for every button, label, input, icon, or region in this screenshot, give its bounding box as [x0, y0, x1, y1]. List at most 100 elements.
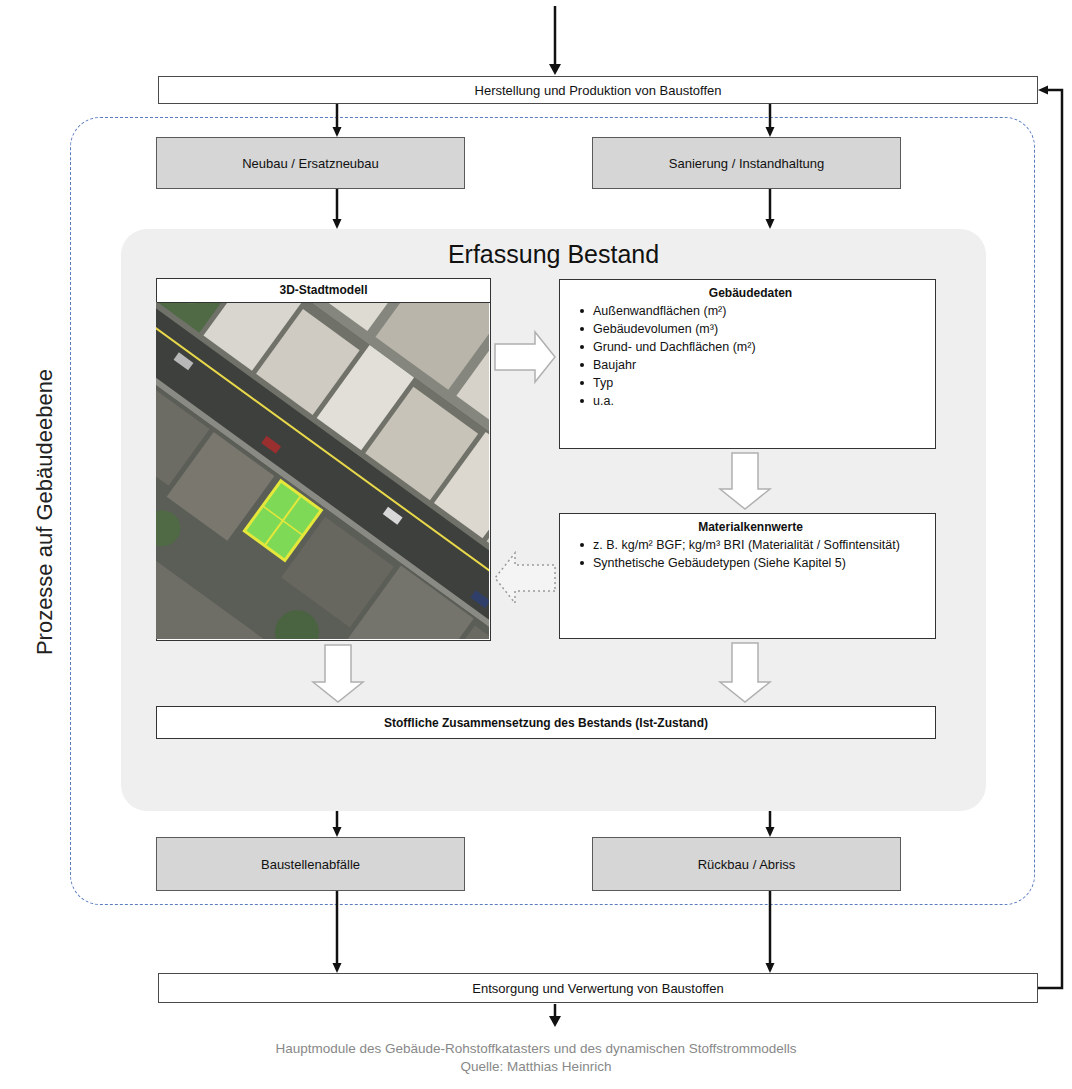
hollow-arrow [495, 332, 555, 382]
bullet-dot [580, 399, 584, 403]
process-box: Rückbau / Abriss [592, 837, 901, 891]
city-model-image [203, 302, 302, 371]
panel-heading: 3D-Stadtmodell [157, 279, 490, 303]
exit-arrow [549, 1016, 561, 1027]
flow-arrow [769, 104, 772, 131]
city-model-image [167, 432, 275, 541]
city-model-image [470, 590, 489, 608]
process-box: Neubau / Ersatzneubau [156, 137, 465, 189]
box-label: Stoffliche Zusammensetzung des Bestands … [376, 713, 716, 733]
data-panel: Materialkennwertez. B. kg/m² BGF; kg/m³ … [559, 513, 936, 639]
bullet-item: Synthetische Gebäudetypen (Siehe Kapitel… [593, 554, 846, 572]
inventory-area: Erfassung Bestand 3D-Stadtmodell Gebäudeda… [121, 229, 986, 811]
box-label: Neubau / Ersatzneubau [234, 153, 387, 174]
city-model-image [156, 302, 489, 639]
bullet-row: Außenwandflächen (m²) [580, 302, 921, 320]
city-model-image [244, 481, 321, 561]
flow-arrow [336, 189, 339, 223]
exit-arrow [549, 1004, 561, 1027]
bullet-dot [580, 309, 584, 313]
exit-arrow [554, 1004, 557, 1018]
city-model-image [311, 302, 426, 331]
process-box: Sanierung / Instandhaltung [592, 137, 901, 189]
bullet-dot [580, 543, 584, 547]
city-model-image [487, 477, 489, 583]
data-panel: GebäudedatenAußenwandflächen (m²)Gebäude… [559, 279, 936, 449]
box-label: Baustellenabfälle [253, 854, 368, 875]
city-model-image [317, 345, 414, 450]
hollow-arrow [720, 453, 770, 509]
city-model-image [383, 507, 403, 525]
city-model-image [375, 302, 489, 390]
city-model-image [156, 302, 489, 639]
city-model-image [156, 302, 489, 639]
bullet-row: Grund- und Dachflächen (m²) [580, 338, 921, 356]
bullet-row: Synthetische Gebäudetypen (Siehe Kapitel… [580, 554, 921, 572]
city-model-image [263, 506, 303, 535]
bullet-row: u.a. [580, 392, 921, 410]
city-model-panel: 3D-Stadtmodell [156, 278, 491, 641]
flow-arrow [336, 891, 339, 967]
bullet-item: u.a. [593, 392, 614, 410]
hollow-arrow [313, 645, 363, 702]
area-title: Erfassung Bestand [121, 239, 986, 269]
caption: Hauptmodule des Gebäude-Rohstoffkataster… [0, 1040, 1072, 1058]
city-model-image [261, 436, 281, 454]
city-model-image [365, 387, 478, 500]
city-model-image [256, 309, 360, 415]
panel-heading: Materialkennwerte [580, 518, 921, 536]
city-model-image [348, 566, 474, 639]
caption-block: Hauptmodule des Gebäude-Rohstoffkataster… [0, 1040, 1072, 1076]
flow-arrow [769, 189, 772, 223]
flow-arrow [769, 811, 772, 831]
city-model-image [156, 302, 489, 639]
city-model-image [164, 302, 220, 312]
bullet-dot [580, 363, 584, 367]
city-model-image [281, 517, 394, 628]
flow-arrow [336, 104, 339, 131]
disposal-box: Entsorgung und Verwertung von Baustoffen [158, 973, 1038, 1003]
bullet-item: Gebäudevolumen (m³) [593, 320, 718, 338]
bullet-row: Typ [580, 374, 921, 392]
city-model-image [156, 503, 187, 553]
hollow-arrow [495, 553, 555, 603]
box-label: Rückbau / Abriss [690, 854, 804, 875]
city-model-image [156, 302, 489, 639]
process-box: Baustellenabfälle [156, 837, 465, 891]
city-model-image [428, 625, 489, 639]
bullet-dot [580, 381, 584, 385]
flow-arrow [336, 811, 339, 831]
group-label: Prozesse auf Gebäudeebene [32, 352, 58, 672]
city-model-image [174, 352, 194, 370]
bullet-row: Gebäudevolumen (m³) [580, 320, 921, 338]
entry-arrow [554, 6, 557, 66]
bullet-item: Baujahr [593, 356, 636, 374]
source-note: Quelle: Matthias Heinrich [0, 1058, 1072, 1076]
entry-arrow [549, 64, 561, 75]
entry-arrow [549, 6, 561, 75]
city-model-image [456, 311, 489, 440]
city-model-image [434, 432, 489, 538]
supply-box: Herstellung und Produktion von Baustoffe… [158, 76, 1038, 104]
bullet-dot [580, 561, 584, 565]
bullet-row: z. B. kg/m² BGF; kg/m³ BRI (Materialität… [580, 536, 921, 554]
city-model-image [156, 505, 420, 639]
bullet-item: Grund- und Dachflächen (m²) [593, 338, 756, 356]
flow-arrow [1038, 90, 1062, 988]
city-model-image [156, 302, 489, 639]
bullet-dot [580, 327, 584, 331]
box-label: Herstellung und Produktion von Baustoffe… [467, 80, 730, 101]
bullet-row: Baujahr [580, 356, 921, 374]
bullet-item: z. B. kg/m² BGF; kg/m³ BRI (Materialität… [593, 536, 900, 554]
bullet-item: Außenwandflächen (m²) [593, 302, 726, 320]
process-group: Prozesse auf GebäudeebeneNeubau / Ersatz… [70, 117, 1035, 905]
result-bar: Stoffliche Zusammensetzung des Bestands … [156, 706, 936, 739]
box-label: Entsorgung und Verwertung von Baustoffen [464, 978, 731, 999]
bullet-item: Typ [593, 374, 613, 392]
flow-arrow [769, 891, 772, 967]
city-model-image [156, 302, 489, 639]
city-model-image [156, 302, 258, 333]
